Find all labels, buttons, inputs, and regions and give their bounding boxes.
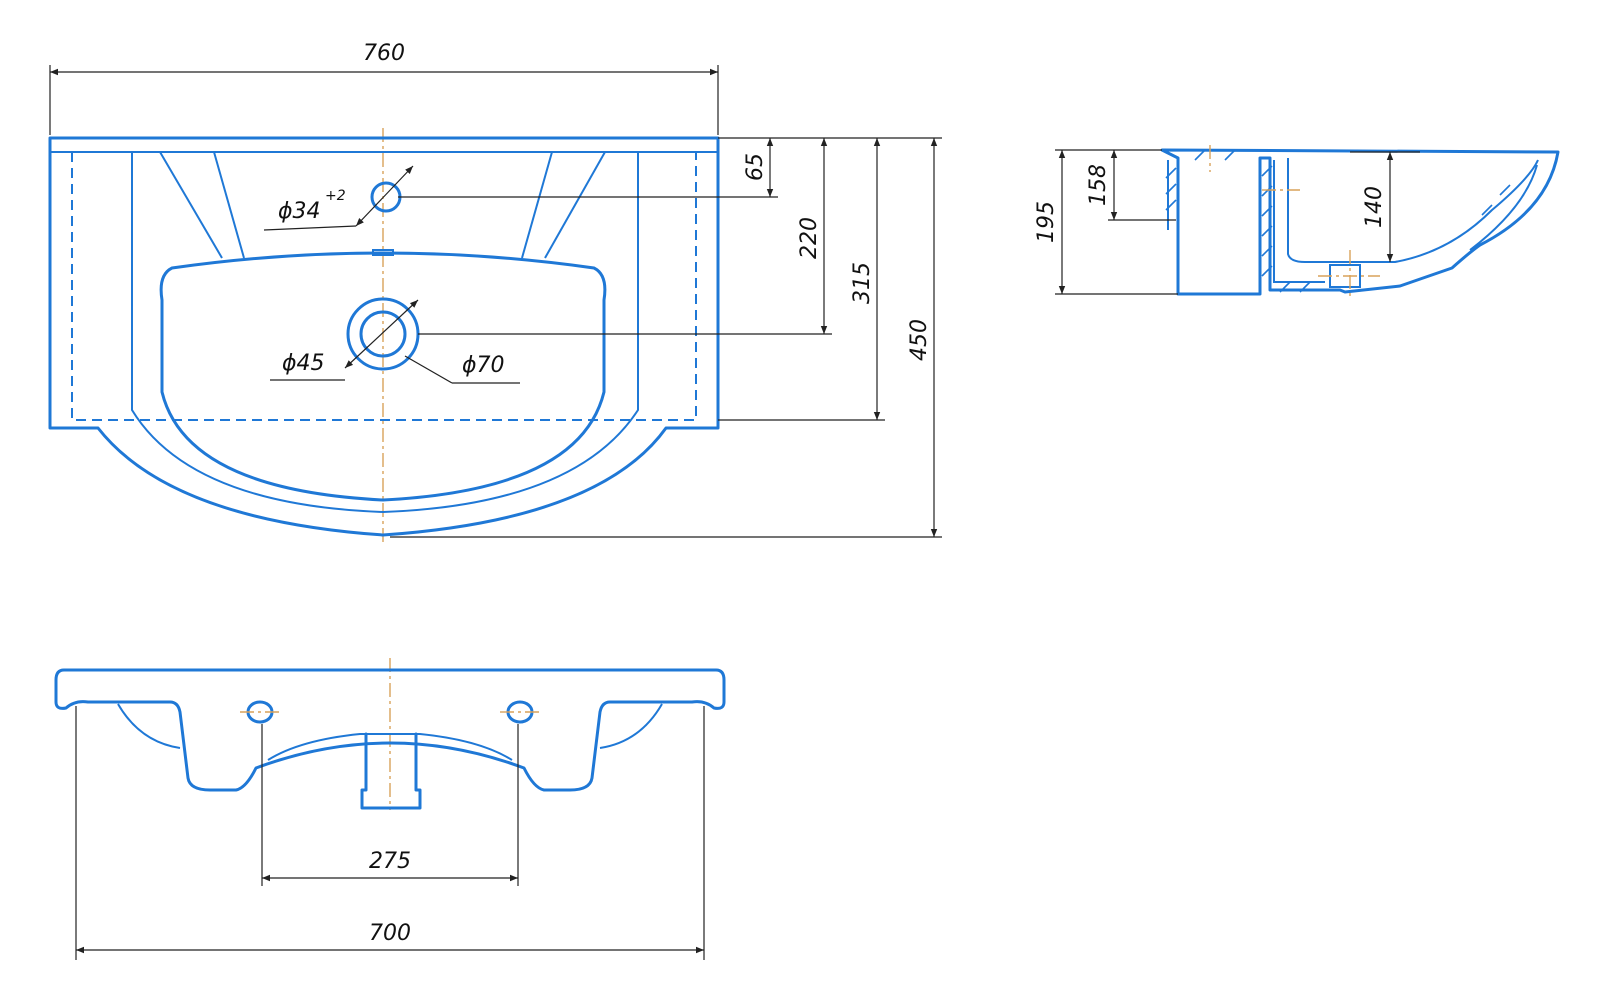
front-bowl-curve <box>267 733 513 761</box>
hidden-mount-outline <box>71 152 697 421</box>
dim-depth-back: 315 <box>850 262 875 304</box>
front-left-sweep <box>117 703 181 749</box>
dim-tap-hole: ϕ34 +2 <box>278 188 346 224</box>
front-right-sweep <box>599 703 663 749</box>
dim-side-rim: 158 <box>1086 164 1111 206</box>
dim-drain-inner: ϕ45 <box>282 351 325 376</box>
basin-outer-outline <box>48 136 720 537</box>
front-drain-stub <box>360 732 422 810</box>
support-struts <box>159 151 606 259</box>
front-view: 275 700 <box>54 658 726 960</box>
section-drain-wall <box>1273 160 1325 283</box>
side-section-view: 195 158 140 <box>1034 145 1560 300</box>
dim-depth-drain: 220 <box>797 217 822 259</box>
overflow-slot <box>372 249 394 256</box>
dim-depth-overall: 450 <box>907 319 932 361</box>
tap-hole <box>370 181 402 213</box>
section-bowl-inner <box>1287 158 1539 263</box>
dim-width-mount: 700 <box>369 921 411 946</box>
dim-width-overall: 760 <box>363 41 405 66</box>
section-hatching <box>1165 149 1511 293</box>
dim-bracket-spacing: 275 <box>369 849 411 874</box>
bowl-outline <box>159 251 607 502</box>
dim-side-total: 195 <box>1034 201 1059 243</box>
top-view: 760 65 220 315 450 ϕ34 +2 ϕ45 ϕ70 <box>48 41 942 545</box>
dim-bowl-depth: 140 <box>1362 186 1387 228</box>
front-slab-outline <box>54 668 726 792</box>
inner-frame <box>131 152 639 514</box>
dim-depth-rim: 65 <box>743 153 768 181</box>
section-front-rib <box>1469 164 1538 251</box>
dim-drain-outer: ϕ70 <box>462 353 505 378</box>
